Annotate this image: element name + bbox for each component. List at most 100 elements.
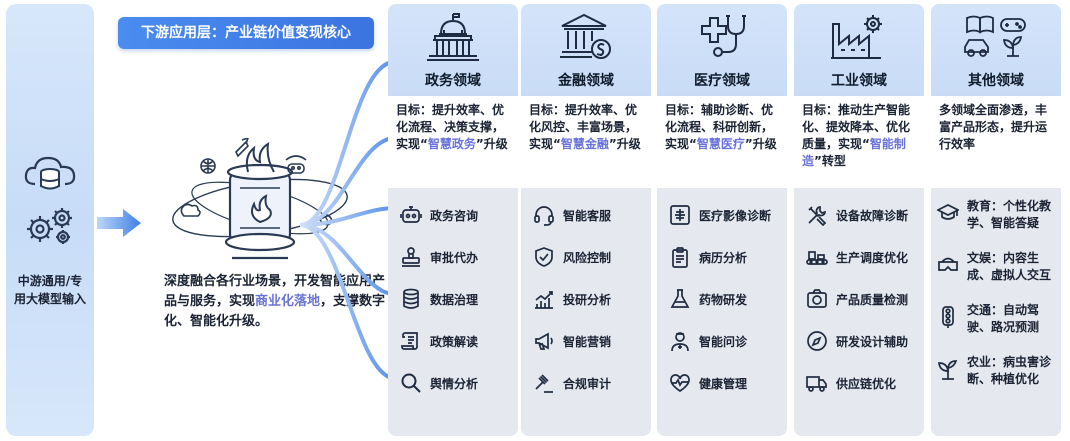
- stamp-icon: [400, 246, 422, 268]
- domain-column-government: 政务领域 目标：提升效率、优化流程、决策支撑，实现“智慧政务”升级 政务咨询 审…: [388, 4, 518, 436]
- domain-goal: 目标：辅助诊断、优化流程、科研创新，实现“智慧医疗”升级: [657, 96, 787, 188]
- goal-text-end: ”转型: [814, 154, 846, 168]
- input-icons: [6, 154, 94, 246]
- list-item: 产品质量检测: [806, 284, 920, 314]
- input-label: 中游通用/专用大模型输入: [14, 274, 87, 306]
- doctor-icon: [669, 330, 691, 352]
- list-item: 投研分析: [533, 284, 647, 314]
- list-item: 农业：病虫害诊断、种植优化: [937, 354, 1057, 392]
- list-item: 病历分析: [669, 242, 783, 272]
- heartbeat-icon: [669, 372, 691, 394]
- domain-title: 金融领域: [558, 73, 614, 89]
- goal-text: 目标：提升效率、优化流程、决策支撑，实现“: [396, 103, 505, 151]
- scroll-icon: [400, 330, 422, 352]
- misc-domains-icon: [964, 15, 1026, 57]
- list-item: 医疗影像诊断: [669, 200, 783, 230]
- xray-icon: [669, 204, 691, 226]
- item-label: 风险控制: [563, 250, 612, 265]
- domain-column-industry: 工业领域 目标：推动生产智能化、提效降本、优化质量，实现“智能制造”转型 设备故…: [794, 4, 924, 436]
- item-label: 智能客服: [563, 208, 612, 223]
- plant-icon: [937, 358, 959, 380]
- domain-goal: 目标：提升效率、优化风控、丰富场景，实现“智慧金融”升级: [521, 96, 651, 188]
- item-label: 医疗影像诊断: [699, 208, 772, 223]
- goal-text-end: ”升级: [475, 137, 508, 151]
- arrow-right-icon: [97, 209, 141, 237]
- model-input-panel: 中游通用/专用大模型输入: [6, 4, 94, 436]
- list-item: 药物研发: [669, 284, 783, 314]
- domain-title: 政务领域: [425, 73, 481, 89]
- vr-headset-icon: [937, 254, 959, 276]
- wrench-icon: [806, 204, 828, 226]
- domain-header: 政务领域: [388, 4, 518, 96]
- goal-highlight: 智慧金融: [560, 137, 609, 151]
- item-label: 生产调度优化: [836, 250, 909, 265]
- item-label: 政策解读: [430, 334, 479, 349]
- camera-icon: [806, 288, 828, 310]
- item-label: 审批代办: [430, 250, 479, 265]
- traffic-light-icon: [937, 306, 959, 328]
- list-item: 政务咨询: [400, 200, 514, 230]
- item-label: 病历分析: [699, 250, 748, 265]
- domain-goal: 目标：推动生产智能化、提效降本、优化质量，实现“智能制造”转型: [794, 96, 924, 188]
- shield-check-icon: [533, 246, 555, 268]
- domain-items: 医疗影像诊断 病历分析 药物研发 智能问诊 健康管理: [657, 188, 787, 436]
- bank-dollar-icon: [560, 13, 611, 59]
- domain-items: 教育：个性化教学、智能答疑 文娱：内容生成、虚拟人交互 交通：自动驾驶、路况预测…: [931, 188, 1061, 436]
- domain-column-other: 其他领域 多领域全面渗透，丰富产品形态，提升运行效率 教育：个性化教学、智能答疑…: [931, 4, 1061, 436]
- goal-highlight: 智能制造: [802, 137, 906, 168]
- conveyor-icon: [806, 246, 828, 268]
- list-item: 风险控制: [533, 242, 647, 272]
- item-label: 数据治理: [430, 292, 479, 307]
- list-item: 审批代办: [400, 242, 514, 272]
- list-item: 教育：个性化教学、智能答疑: [937, 198, 1057, 236]
- domain-title: 工业领域: [831, 73, 887, 89]
- list-item: 智能问诊: [669, 326, 783, 356]
- goal-highlight: 智慧医疗: [696, 137, 745, 151]
- megaphone-icon: [533, 330, 555, 352]
- domain-column-medical: 医疗领域 目标：辅助诊断、优化流程、科研创新，实现“智慧医疗”升级 医疗影像诊断…: [657, 4, 787, 436]
- item-label: 合规审计: [563, 376, 612, 391]
- item-label: 农业：病虫害诊断、种植优化: [967, 355, 1052, 386]
- domain-items: 设备故障诊断 生产调度优化 产品质量检测 研发设计辅助 供应链优化: [794, 188, 924, 436]
- center-text-highlight: 商业化落地: [255, 294, 321, 309]
- domain-goal: 目标：提升效率、优化流程、决策支撑，实现“智慧政务”升级: [388, 96, 518, 188]
- goal-text: 多领域全面渗透，丰富产品形态，提升运行效率: [939, 103, 1048, 151]
- item-label: 设备故障诊断: [836, 208, 909, 223]
- item-label: 舆情分析: [430, 376, 479, 391]
- clipboard-icon: [669, 246, 691, 268]
- list-item: 供应链优化: [806, 368, 920, 398]
- domain-header: 其他领域: [931, 4, 1061, 96]
- domain-title: 其他领域: [968, 73, 1024, 89]
- item-label: 智能营销: [563, 334, 612, 349]
- item-label: 智能问诊: [699, 334, 748, 349]
- item-label: 交通：自动驾驶、路况预测: [967, 303, 1040, 334]
- goal-text: 目标：辅助诊断、优化流程、科研创新，实现“: [665, 103, 774, 151]
- domain-goal: 多领域全面渗透，丰富产品形态，提升运行效率: [931, 96, 1061, 188]
- list-item: 合规审计: [533, 368, 647, 398]
- domain-items: 政务咨询 审批代办 数据治理 政策解读 舆情分析: [388, 188, 518, 436]
- flask-icon: [669, 288, 691, 310]
- medical-cross-stethoscope-icon: [701, 15, 746, 57]
- list-item: 舆情分析: [400, 368, 514, 398]
- goal-text: 目标：推动生产智能化、提效降本、优化质量，实现“: [802, 103, 911, 151]
- domain-column-finance: 金融领域 目标：提升效率、优化风控、丰富场景，实现“智慧金融”升级 智能客服 风…: [521, 4, 651, 436]
- item-label: 健康管理: [699, 376, 748, 391]
- robot-icon: [400, 204, 422, 226]
- magnifier-icon: [400, 372, 422, 394]
- list-item: 智能营销: [533, 326, 647, 356]
- downstream-layer-header: 下游应用层：产业链价值变现核心: [118, 17, 374, 49]
- list-item: 智能客服: [533, 200, 647, 230]
- cloud-database-icon: [24, 156, 76, 190]
- item-label: 供应链优化: [836, 376, 897, 391]
- truck-icon: [806, 372, 828, 394]
- item-label: 政务咨询: [430, 208, 479, 223]
- center-description: 深度融合各行业场景，开发智能应用产品与服务，实现商业化落地，支撑数字化、智能化升…: [164, 272, 386, 332]
- list-item: 生产调度优化: [806, 242, 920, 272]
- domain-header: 医疗领域: [657, 4, 787, 96]
- capitol-building-icon: [427, 13, 479, 61]
- fan-connectors: [300, 60, 394, 380]
- item-label: 产品质量检测: [836, 292, 909, 307]
- item-label: 药物研发: [699, 292, 748, 307]
- goal-highlight: 智慧政务: [427, 137, 476, 151]
- compass-icon: [806, 330, 828, 352]
